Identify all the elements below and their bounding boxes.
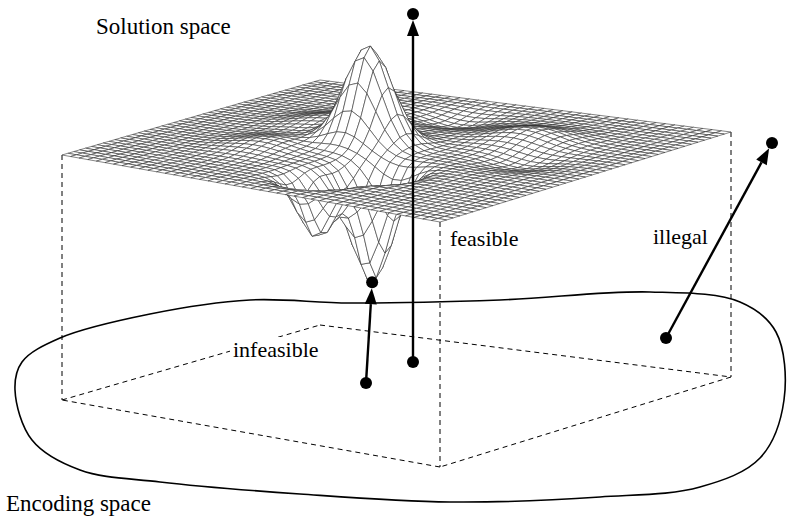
dashed-edge — [440, 222, 441, 467]
solution-space-label: Solution space — [96, 14, 231, 40]
arrow-head — [756, 148, 769, 165]
infeasible-arrow — [366, 304, 371, 383]
point-dot — [366, 276, 378, 288]
point-dot — [766, 137, 778, 149]
dashed-edge — [440, 377, 731, 467]
infeasible-label: infeasible — [230, 337, 322, 362]
feasible-label: feasible — [447, 226, 521, 251]
mapping-arrows — [360, 8, 778, 389]
arrow-head — [365, 288, 377, 304]
point-dot — [407, 8, 419, 20]
dashed-edge — [62, 400, 440, 467]
encoding-space-label: Encoding space — [6, 491, 151, 517]
encoding-space-outline — [15, 292, 785, 502]
point-dot — [660, 332, 672, 344]
point-dot — [407, 356, 419, 368]
arrow-head — [407, 20, 419, 36]
feasible-arrow — [412, 36, 414, 362]
dashed-box — [62, 132, 731, 467]
illegal-arrow — [666, 162, 761, 338]
point-dot — [360, 377, 372, 389]
solution-surface — [62, 46, 731, 279]
mesh-cell — [431, 218, 446, 222]
dashed-edge — [731, 132, 732, 377]
dashed-edge — [62, 155, 63, 400]
illegal-label: illegal — [650, 224, 711, 249]
